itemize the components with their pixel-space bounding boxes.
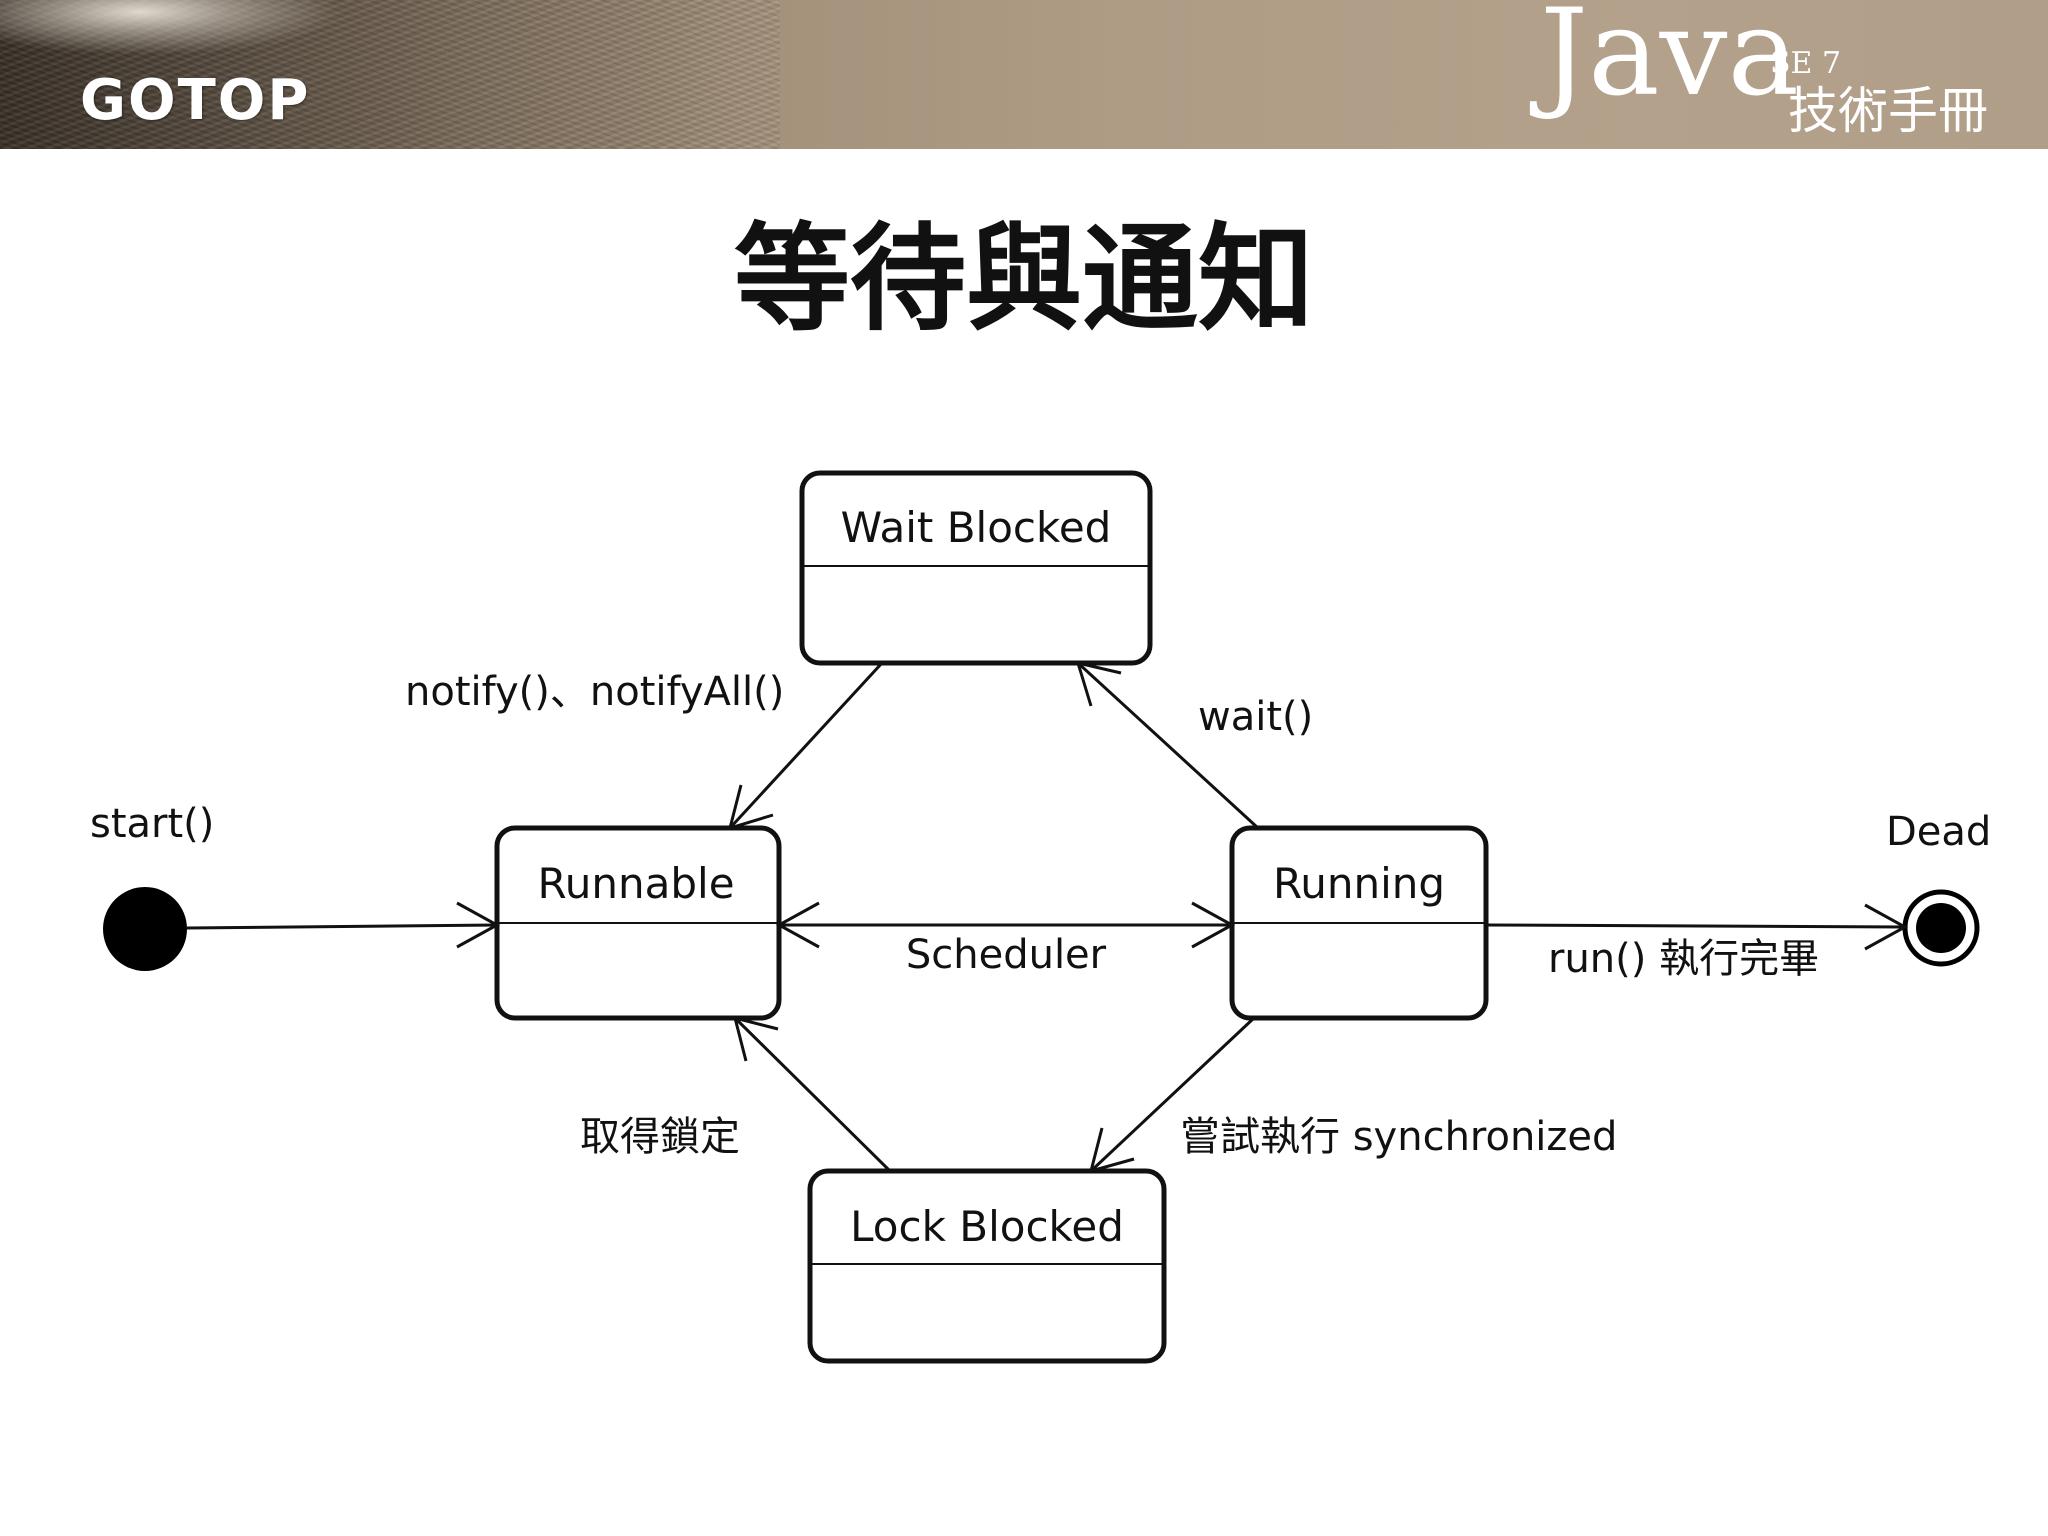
state-running-label: Running xyxy=(1273,859,1445,908)
state-wait-blocked-label: Wait Blocked xyxy=(841,503,1112,552)
transition-notify xyxy=(727,661,884,831)
transition-run-done xyxy=(1485,903,1909,951)
label-scheduler: Scheduler xyxy=(906,932,1107,978)
sand-background-image xyxy=(0,0,780,149)
book-brand-logo: Java xyxy=(1540,0,1799,123)
slide-title: 等待與通知 xyxy=(734,212,1314,347)
transition-acquire-lock xyxy=(732,1015,892,1173)
book-subtitle: 技術手冊 xyxy=(1788,82,1988,140)
initial-state-node xyxy=(103,887,187,971)
label-start: start() xyxy=(90,801,214,847)
label-notify: notify()、notifyAll() xyxy=(405,669,784,715)
transition-try-synchronized xyxy=(1088,1016,1256,1174)
label-acquire-lock: 取得鎖定 xyxy=(580,1114,740,1160)
final-state-node xyxy=(1902,889,1980,967)
header-banner: GOTOP Java SE 7 技術手冊 xyxy=(0,0,2048,149)
transition-start-to-runnable xyxy=(186,901,501,949)
transition-scheduler xyxy=(775,901,1236,949)
state-lock-blocked-label: Lock Blocked xyxy=(850,1202,1124,1251)
transition-wait xyxy=(1075,660,1260,830)
state-runnable-label: Runnable xyxy=(537,859,734,908)
label-run-done: run() 執行完畢 xyxy=(1548,936,1819,982)
state-runnable: Runnable xyxy=(494,825,782,1021)
label-try-synchronized: 嘗試執行 synchronized xyxy=(1180,1114,1617,1160)
book-edition-label: SE 7 xyxy=(1770,46,1842,81)
state-running: Running xyxy=(1229,825,1489,1021)
label-dead: Dead xyxy=(1886,809,1991,855)
label-wait: wait() xyxy=(1198,694,1313,740)
publisher-logo: GOTOP xyxy=(80,68,311,133)
state-lock-blocked: Lock Blocked xyxy=(807,1168,1167,1364)
state-wait-blocked: Wait Blocked xyxy=(799,470,1153,666)
